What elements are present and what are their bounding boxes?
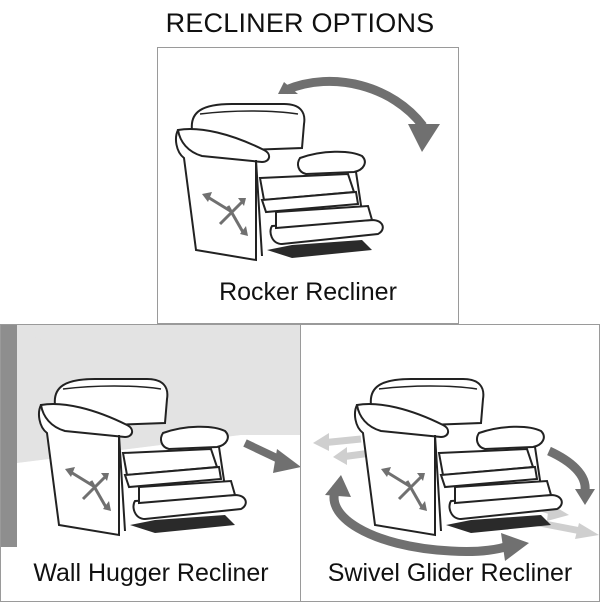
recliner-chair-icon [174, 102, 385, 262]
page-title: RECLINER OPTIONS [165, 8, 435, 38]
recliner-chair-icon [353, 377, 564, 537]
swivel-glider-recliner-panel: Swivel Glider Recliner [300, 324, 600, 602]
wall-hugger-recliner-panel: Wall Hugger Recliner [0, 324, 302, 602]
wall-hugger-recliner-illustration [1, 325, 301, 547]
wall-edge [1, 325, 17, 547]
swivel-glider-recliner-label: Swivel Glider Recliner [327, 559, 573, 587]
swivel-glider-recliner-illustration [313, 377, 599, 561]
wall-hugger-recliner-label: Wall Hugger Recliner [33, 559, 269, 587]
rocker-recliner-panel: Rocker Recliner [157, 47, 459, 324]
swivel-arrow-icon [329, 484, 513, 556]
rocker-recliner-label: Rocker Recliner [219, 278, 397, 306]
rocking-arrow-icon [284, 76, 427, 129]
rocker-recliner-illustration [174, 76, 440, 262]
